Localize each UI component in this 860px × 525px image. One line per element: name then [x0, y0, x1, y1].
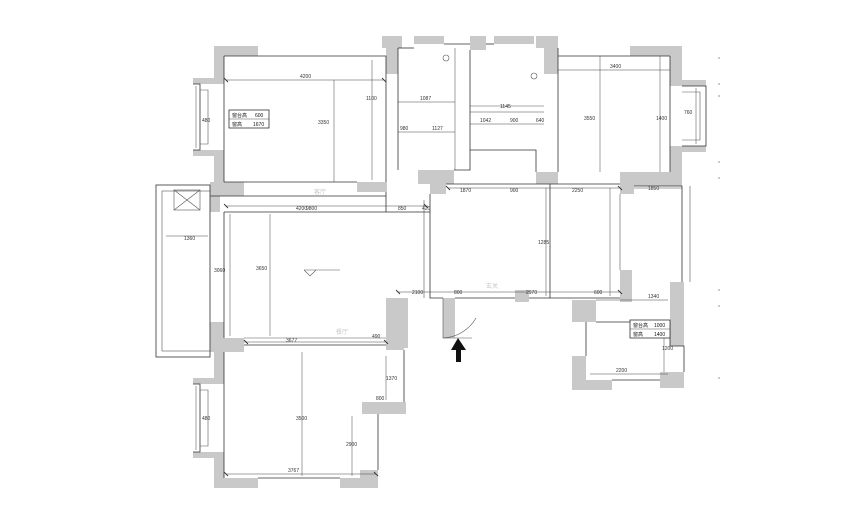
dim-top-right-height: 3550	[584, 116, 595, 122]
dim-room-small-right-w: 1340	[648, 294, 659, 300]
dim-stair-top-2: 900	[510, 188, 519, 194]
dim-bottom-left-2: 800	[376, 396, 385, 402]
room-name-dining: 餐厅	[336, 328, 348, 336]
dim-window-bl: 480	[202, 416, 211, 422]
dim-living-total: 9800	[306, 206, 317, 212]
dim-room-small-right-b: 2200	[616, 368, 627, 374]
room-name-living: 客厅	[314, 188, 326, 196]
dim-bottom-left-1: 1370	[386, 376, 397, 382]
window-tl-sill-value: 600	[255, 113, 264, 119]
dim-living-height: 3650	[256, 266, 267, 272]
wall-outlines	[155, 43, 707, 479]
window-tl-height-value: 1670	[253, 122, 264, 128]
window-r-sill-label: 窗台高	[633, 322, 648, 329]
window-r-sill-value: 1000	[654, 323, 665, 329]
room-name-entry: 玄关	[486, 282, 498, 290]
dim-corridor-top: 1087	[420, 96, 431, 102]
dim-balcony-left: 1360	[184, 236, 195, 242]
fixture-circle-icon	[530, 72, 538, 80]
window-tl-sill-label: 窗台高	[232, 112, 247, 119]
window-r-height-label: 窗高	[633, 331, 643, 338]
dim-room-small-5: 1145	[500, 104, 511, 110]
dim-stair-top-3: 2250	[572, 188, 583, 194]
dim-balcony-height: 3060	[214, 268, 225, 274]
dim-top-right-width: 3400	[610, 64, 621, 70]
dim-bedroom-tl-height: 3350	[318, 120, 329, 126]
entrance-arrow-icon	[451, 338, 466, 362]
dimension-lines	[166, 48, 697, 477]
window-tl-height-label: 窗高	[232, 121, 242, 128]
dim-corridor-left: 1100	[366, 96, 377, 102]
dim-window-tr: 1400	[656, 116, 667, 122]
dim-bottom-left-w: 3677	[286, 338, 297, 344]
floor-level-marker-icon	[303, 269, 340, 277]
fixture-circle-icon	[442, 54, 450, 62]
dim-living-width: 4200	[296, 206, 307, 212]
dim-bottom-left-3: 2900	[346, 442, 357, 448]
dim-bottom-left-small: 490	[372, 334, 381, 340]
dim-bottom-left-bottom: 3767	[288, 468, 299, 474]
dim-bedroom-tl-width: 4200	[300, 74, 311, 80]
window-label-top-left: 窗台高 600 窗高 1670	[228, 109, 270, 129]
dim-room-small-4: 640	[536, 118, 545, 124]
dim-room-small-2: 1042	[480, 118, 491, 124]
edge-marks	[718, 57, 720, 379]
dim-entry-w3: 2970	[526, 290, 537, 296]
dim-door-r: 420	[422, 206, 431, 212]
dim-bottom-left-h: 3500	[296, 416, 307, 422]
dim-entry-w1: 2100	[412, 290, 423, 296]
walls	[193, 36, 706, 488]
dim-window-tl: 480	[202, 118, 211, 124]
dim-room-small-3: 900	[510, 118, 519, 124]
dimension-labels: 4200 3350 480 1100 1087 1127 980 1042 90…	[184, 64, 693, 474]
dim-room-small-1: 980	[400, 126, 409, 132]
dim-entry-h: 1285	[538, 240, 549, 246]
window-label-right: 窗台高 1000 窗高 1400	[629, 319, 671, 339]
dim-window-tr-w: 760	[684, 110, 693, 116]
dim-stair-top-1: 1870	[460, 188, 471, 194]
dim-corridor-mid: 1127	[432, 126, 443, 132]
dim-door-l: 850	[398, 206, 407, 212]
window-r-height-value: 1400	[654, 332, 665, 338]
dim-entry-r: 600	[594, 290, 603, 296]
dim-right-room-w: 1850	[648, 186, 659, 192]
dim-entry-w2: 800	[454, 290, 463, 296]
dim-room-small-right-h: 1200	[662, 346, 673, 352]
